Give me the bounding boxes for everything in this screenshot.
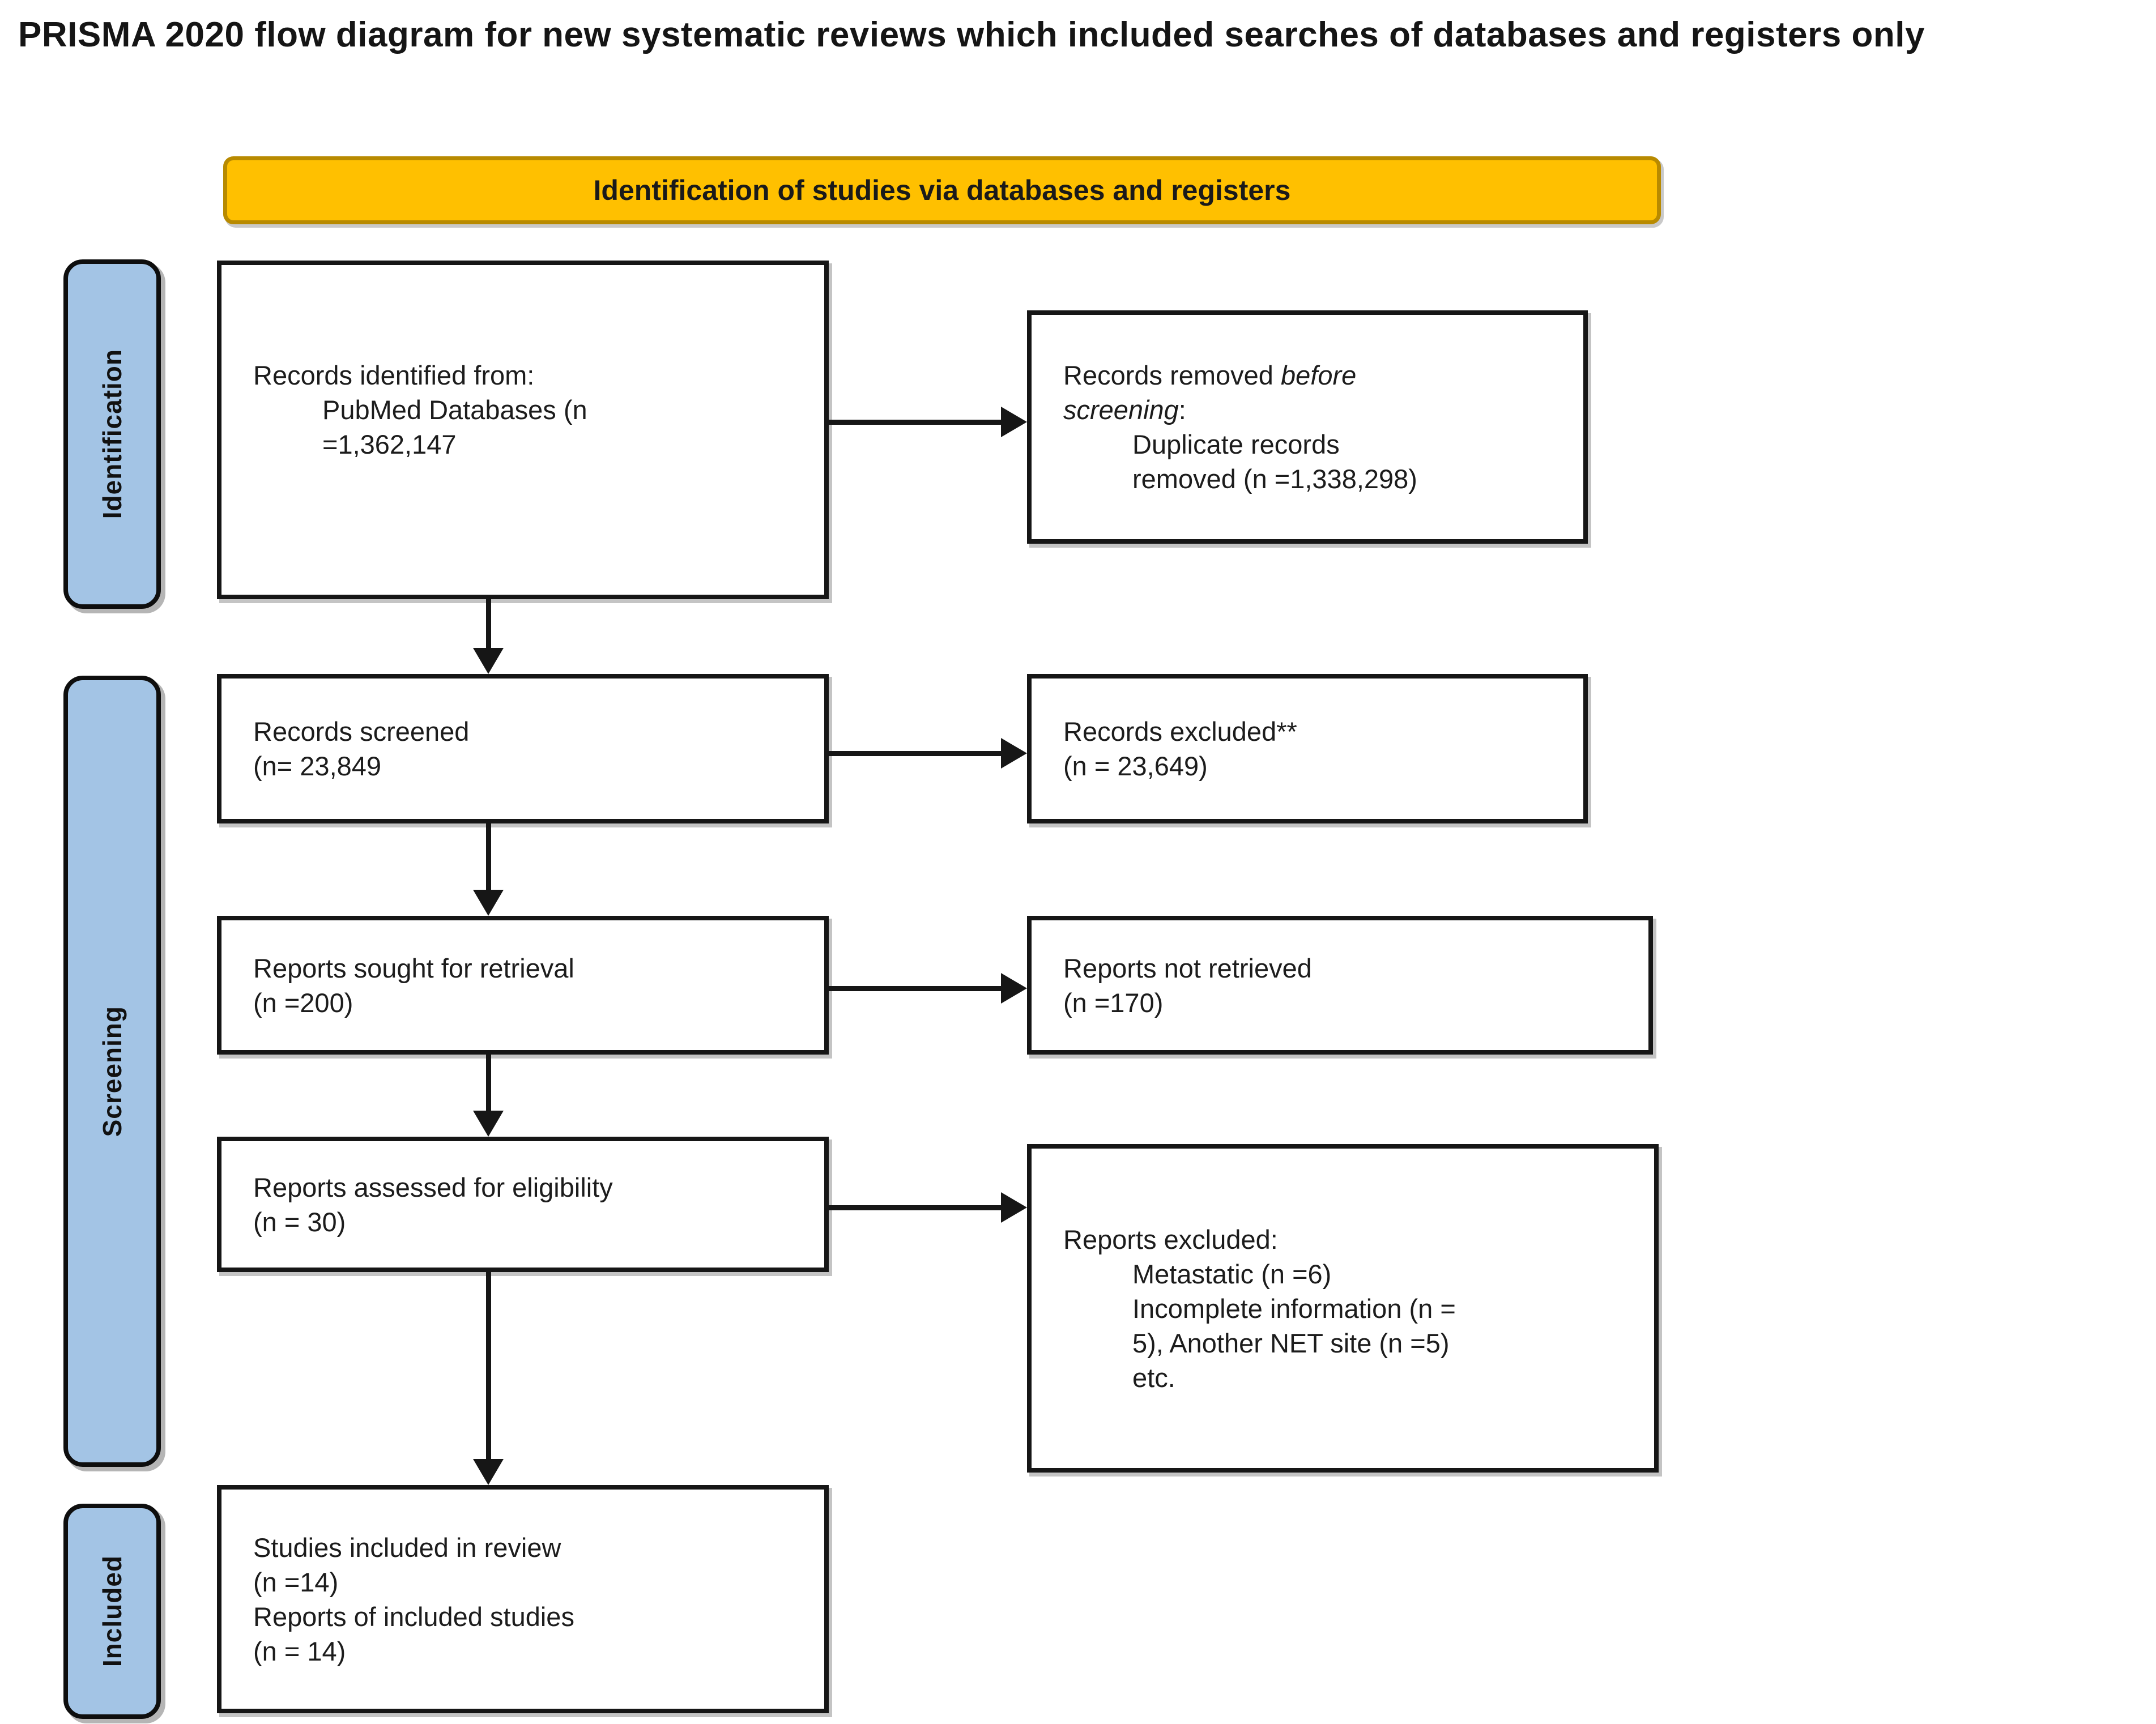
arrow-assessed-to-reports-excluded-shaft xyxy=(828,1205,1003,1210)
stage-identification: Identification xyxy=(63,259,161,609)
arrow-assessed-to-included-head xyxy=(473,1459,504,1485)
box-reports-not-retrieved: Reports not retrieved (n =170) xyxy=(1027,916,1653,1055)
studies-included-line-2: (n =14) xyxy=(253,1567,339,1597)
reports-excluded-line-1: Reports excluded: xyxy=(1063,1224,1278,1254)
arrow-screened-to-excluded-shaft xyxy=(828,751,1003,756)
records-screened-line-1: Records screened xyxy=(253,716,470,746)
arrow-sought-to-not-retrieved-shaft xyxy=(828,986,1003,991)
stage-included-label: Included xyxy=(97,1555,127,1667)
reports-sought-line-1: Reports sought for retrieval xyxy=(253,953,574,983)
records-identified-line-1: Records identified from: xyxy=(253,360,535,390)
box-reports-sought: Reports sought for retrieval (n =200) xyxy=(217,916,829,1055)
arrow-screened-to-sought-shaft xyxy=(486,822,491,891)
reports-assessed-line-1: Reports assessed for eligibility xyxy=(253,1172,613,1202)
arrow-identified-to-removed-head xyxy=(1001,407,1027,437)
records-removed-line-3: Duplicate records xyxy=(1132,429,1340,459)
banner-label: Identification of studies via databases … xyxy=(593,174,1291,206)
records-identified-line-2: PubMed Databases (n xyxy=(322,394,587,425)
arrow-screened-to-excluded-head xyxy=(1001,738,1027,769)
reports-not-retrieved-line-1: Reports not retrieved xyxy=(1063,953,1312,983)
records-identified-line-3: =1,362,147 xyxy=(322,429,457,459)
box-records-identified: Records identified from: PubMed Database… xyxy=(217,261,829,599)
box-reports-assessed: Reports assessed for eligibility (n = 30… xyxy=(217,1137,829,1272)
arrow-assessed-to-included-shaft xyxy=(486,1271,491,1460)
stage-screening: Screening xyxy=(63,676,161,1467)
banner-identification-via-databases: Identification of studies via databases … xyxy=(223,156,1661,224)
reports-sought-line-2: (n =200) xyxy=(253,987,353,1018)
stage-identification-label: Identification xyxy=(97,349,127,519)
box-records-screened: Records screened (n= 23,849 xyxy=(217,674,829,823)
studies-included-line-3: Reports of included studies xyxy=(253,1601,574,1632)
arrow-identified-to-screened-head xyxy=(473,648,504,674)
arrow-screened-to-sought-head xyxy=(473,890,504,916)
records-removed-line-2: screening: xyxy=(1063,395,1186,425)
box-studies-included: Studies included in review (n =14) Repor… xyxy=(217,1485,829,1713)
arrow-sought-to-assessed-head xyxy=(473,1111,504,1137)
records-screened-line-2: (n= 23,849 xyxy=(253,751,382,781)
box-records-excluded: Records excluded** (n = 23,649) xyxy=(1027,674,1588,823)
records-excluded-line-1: Records excluded** xyxy=(1063,716,1297,746)
records-removed-line-1: Records removed before xyxy=(1063,360,1357,390)
reports-excluded-line-4: 5), Another NET site (n =5) xyxy=(1132,1328,1450,1358)
reports-excluded-line-3: Incomplete information (n = xyxy=(1132,1293,1456,1324)
arrow-sought-to-not-retrieved-head xyxy=(1001,973,1027,1004)
records-removed-line-4: removed (n =1,338,298) xyxy=(1132,464,1417,494)
records-excluded-line-2: (n = 23,649) xyxy=(1063,751,1208,781)
stage-screening-label: Screening xyxy=(97,1005,127,1137)
reports-excluded-line-5: etc. xyxy=(1132,1362,1175,1393)
arrow-identified-to-removed-shaft xyxy=(828,420,1003,425)
reports-not-retrieved-line-2: (n =170) xyxy=(1063,987,1164,1018)
reports-assessed-line-2: (n = 30) xyxy=(253,1206,346,1237)
diagram-title: PRISMA 2020 flow diagram for new systema… xyxy=(18,15,1925,54)
studies-included-line-1: Studies included in review xyxy=(253,1532,561,1563)
box-reports-excluded: Reports excluded: Metastatic (n =6) Inco… xyxy=(1027,1144,1659,1473)
stage-included: Included xyxy=(63,1504,161,1719)
box-records-removed: Records removed before screening: Duplic… xyxy=(1027,310,1588,544)
studies-included-line-4: (n = 14) xyxy=(253,1636,346,1666)
reports-excluded-line-2: Metastatic (n =6) xyxy=(1132,1258,1332,1289)
arrow-sought-to-assessed-shaft xyxy=(486,1053,491,1111)
arrow-assessed-to-reports-excluded-head xyxy=(1001,1192,1027,1223)
arrow-identified-to-screened-shaft xyxy=(486,598,491,649)
